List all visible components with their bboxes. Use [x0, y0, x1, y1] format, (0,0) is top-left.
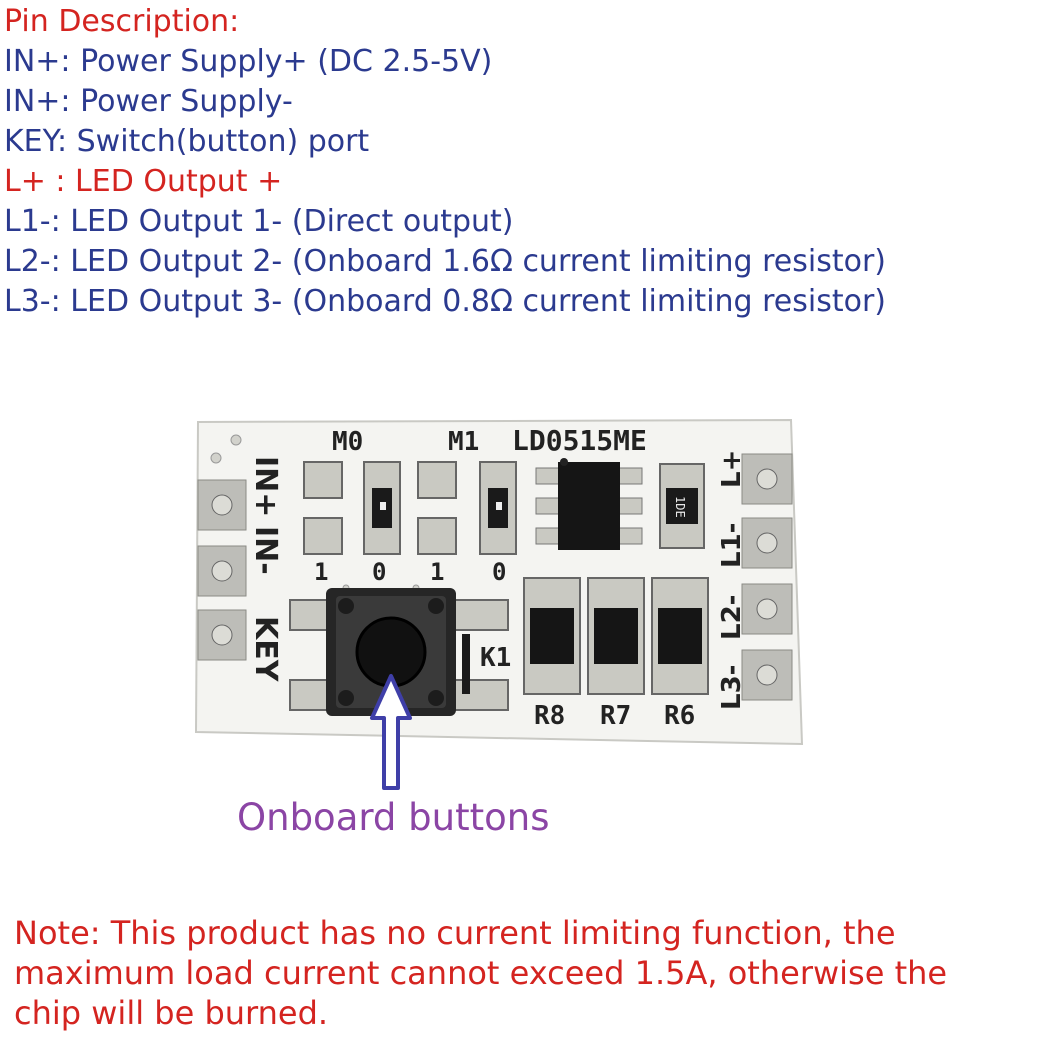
note-line: Note: This product has no current limiti…	[14, 914, 896, 952]
mode-pads	[303, 461, 517, 555]
pin-description: Pin Description: IN+: Power Supply+ (DC …	[4, 2, 886, 322]
resistors	[523, 577, 709, 695]
pin-line-led-plus: L+ : LED Output +	[4, 164, 283, 199]
pin-label-l1: L1-	[717, 523, 747, 568]
note-line: maximum load current cannot exceed 1.5A,…	[14, 954, 948, 992]
note-line: chip will be burned.	[14, 994, 329, 1032]
warning-note: Note: This product has no current limiti…	[14, 913, 1044, 1033]
resistor-label-r7: R7	[600, 701, 631, 731]
driver-chip	[535, 458, 643, 550]
mode-value-m1-0: 0	[492, 558, 506, 586]
mode-values: 1 0 1 0	[314, 558, 506, 586]
mode-value-m1-1: 1	[430, 558, 444, 586]
pin-label-in-minus: IN-	[248, 526, 283, 575]
pin-label-l2: L2-	[717, 595, 747, 640]
resistor-label-r8: R8	[534, 701, 565, 731]
top-silkscreen: M0 M1 LD0515ME	[332, 424, 647, 457]
right-pads	[741, 453, 793, 701]
pin-label-l3: L3-	[717, 665, 747, 710]
arrow-up-icon	[370, 674, 412, 790]
mode-label-m1: M1	[448, 427, 479, 457]
chip-label: LD0515ME	[512, 424, 647, 457]
pin-line-l2: L2-: LED Output 2- (Onboard 1.6Ω current…	[4, 244, 886, 279]
tactile-button-k1[interactable]	[289, 588, 509, 716]
pin-line-key: KEY: Switch(button) port	[4, 124, 370, 159]
pin-label-key: KEY	[248, 616, 283, 683]
resistor-labels: R8 R7 R6	[534, 701, 695, 731]
pin-label-in-plus: IN+	[248, 456, 283, 517]
pin-line-in-minus: IN+: Power Supply-	[4, 84, 293, 119]
vias	[210, 434, 420, 592]
pin-line-l3: L3-: LED Output 3- (Onboard 0.8Ω current…	[4, 284, 886, 319]
pin-label-l-plus: L+	[717, 450, 747, 488]
pin-description-title: Pin Description:	[4, 4, 240, 39]
small-chip-marking: 1DE	[673, 496, 687, 518]
mode-label-m0: M0	[332, 427, 363, 457]
left-pin-labels: IN+ IN- KEY	[248, 456, 283, 683]
mode-value-m0-1: 1	[314, 558, 328, 586]
pin-line-l1: L1-: LED Output 1- (Direct output)	[4, 204, 514, 239]
mode-value-m0-0: 0	[372, 558, 386, 586]
right-pin-labels: L+ L1- L2- L3-	[717, 450, 747, 710]
resistor-label-r6: R6	[664, 701, 695, 731]
button-label-k1: K1	[480, 643, 511, 673]
pcb-board-image: IN+ IN- KEY L+ L1- L2- L3- M0 M1 LD0515M…	[194, 418, 804, 790]
pin-line-in-plus: IN+: Power Supply+ (DC 2.5-5V)	[4, 44, 493, 79]
left-pads	[197, 479, 247, 661]
small-chip: 1DE	[659, 463, 705, 549]
caption-onboard-buttons: Onboard buttons	[237, 796, 550, 839]
